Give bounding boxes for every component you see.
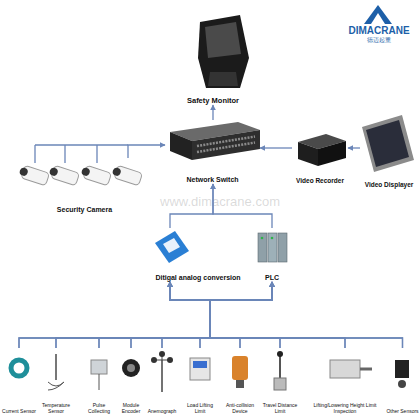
switch-side (170, 132, 192, 160)
sensor-node: Temperature Sensor (38, 348, 74, 414)
sensor-node: Anti-collision Device (221, 348, 259, 414)
device-label: Video Displayer (360, 181, 418, 188)
camera-icon (111, 164, 143, 185)
height-limiter-shaft (360, 368, 372, 371)
camera-lens (112, 167, 122, 177)
plc-module (258, 233, 267, 262)
travel-limit-body (274, 378, 286, 390)
signal-connector (260, 147, 292, 148)
anti-collision-icon (232, 356, 248, 380)
signal-connector (170, 184, 213, 228)
anti-collision-base (236, 380, 244, 388)
sensor-label: Module Encoder (116, 403, 146, 414)
camera-lens (19, 167, 29, 177)
sensor-node: Anemograph (147, 348, 177, 414)
sensor-node: Load Lifting Limit (182, 348, 218, 414)
signal-connector (128, 145, 165, 158)
encoder-icon (122, 359, 140, 377)
signal-connector (348, 147, 360, 148)
current-sensor-icon (11, 360, 27, 376)
device-node: Security Camera (22, 158, 147, 214)
signal-connector (170, 282, 403, 348)
camera-lens (81, 167, 91, 177)
pulse-cable (99, 374, 100, 390)
load-limiter-icon (190, 358, 210, 380)
signal-connector (212, 105, 213, 120)
plc-module (278, 233, 287, 262)
device-label: Video Recorder (292, 177, 348, 184)
load-limiter-display (193, 361, 207, 368)
device-node: Ditigal analog conversion (142, 228, 254, 282)
monitor-stand (208, 72, 238, 86)
device-node: Video Displayer (360, 110, 418, 188)
pulse-collector-icon (91, 360, 107, 374)
recorder-front (318, 141, 346, 166)
logo-mark (371, 13, 385, 24)
sensor-label: Anti-collision Device (221, 403, 259, 414)
sensor-node: Travel Distance Limit (262, 348, 298, 414)
sensor-label: Current Sensor (2, 409, 36, 415)
sensor-label: Load Lifting Limit (182, 403, 218, 414)
temperature-cable (48, 382, 64, 390)
anemograph-cup (151, 357, 157, 363)
anemograph-pole (161, 360, 163, 392)
plc-module (268, 233, 277, 262)
travel-limit-knob (277, 351, 283, 357)
device-node: PLC (256, 228, 288, 282)
sensor-node: Module Encoder (116, 348, 146, 414)
monitor-body (198, 15, 249, 88)
sensor-label: Pulse Collecting (84, 403, 114, 414)
device-label: PLC (256, 274, 288, 282)
plc-light (261, 237, 264, 240)
displayer-frame (362, 115, 414, 172)
watermark: www.dimacrane.com (110, 195, 330, 209)
camera-icon (48, 164, 80, 185)
plc-light (271, 237, 274, 240)
sensor-label: Anemograph (147, 409, 177, 415)
switch-ports (197, 143, 255, 153)
signal-connector (210, 282, 403, 348)
signal-connector (213, 184, 272, 228)
switch-front (192, 130, 260, 160)
logo-text: DIMACRANE (340, 25, 418, 36)
anemograph-cup (159, 351, 165, 357)
converter-icon (155, 231, 189, 263)
sensor-node: Lifting/Lowering Height Limit Inspection (305, 348, 385, 414)
device-node: Network Switch (165, 120, 260, 184)
device-label: Ditigal analog conversion (142, 274, 254, 282)
anemograph-cup (167, 357, 173, 363)
sensor-label: Lifting/Lowering Height Limit Inspection (305, 403, 385, 414)
device-node: Video Recorder (292, 128, 348, 184)
sensor-node: Pulse Collecting (84, 348, 114, 414)
recorder-side (298, 142, 318, 166)
sensor-label: Travel Distance Limit (262, 403, 298, 414)
encoder-shaft (127, 364, 135, 372)
sensor-label: Other Sensors (386, 409, 419, 415)
displayer-screen (366, 120, 409, 167)
device-label: Safety Monitor (163, 97, 263, 105)
sensor-node: Current Sensor (2, 348, 36, 414)
converter-sticker (163, 238, 180, 253)
other-sensor-icon (395, 360, 409, 378)
logo-mark (364, 5, 392, 24)
temperature-probe (55, 354, 57, 380)
camera-icon (18, 164, 50, 185)
camera-icon (80, 164, 112, 185)
sensor-label: Temperature Sensor (38, 403, 74, 414)
camera-lens (49, 167, 59, 177)
sensor-node: Other Sensors (386, 348, 419, 414)
device-label: Security Camera (22, 206, 147, 214)
other-sensor-icon (398, 380, 406, 388)
monitor-screen (205, 22, 241, 58)
device-label: Network Switch (165, 176, 260, 184)
logo-subtext: 德迈起重 (340, 37, 418, 44)
travel-limit-rod (279, 354, 281, 378)
camera-wire (35, 145, 128, 163)
height-limiter-icon (330, 360, 360, 378)
device-node: Safety Monitor (163, 10, 263, 105)
